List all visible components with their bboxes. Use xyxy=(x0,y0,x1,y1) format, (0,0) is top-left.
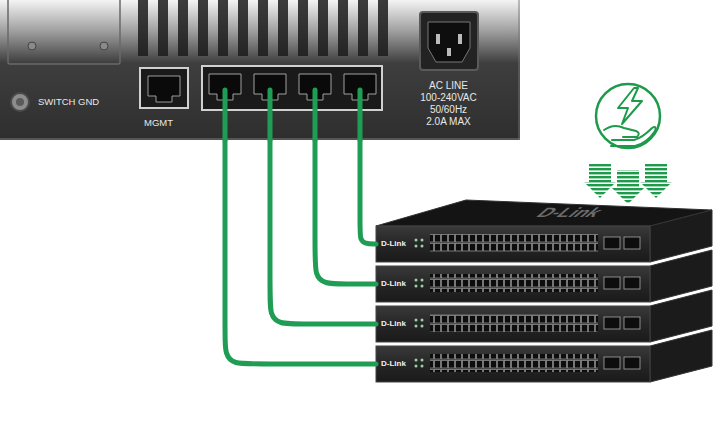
network-switch: D-Link xyxy=(376,226,650,262)
switch-stack xyxy=(376,200,712,382)
device-panel: SWITCH GND MGMT AC LINE 100-240VAC 50/60Hz… xyxy=(0,0,520,140)
brand-logo: D-Link xyxy=(531,205,608,220)
switch-logo: D-Link xyxy=(381,358,406,370)
network-switch: D-Link xyxy=(376,306,650,342)
switch-logo: D-Link xyxy=(381,238,406,250)
port-label: MGMT xyxy=(144,117,173,129)
network-cable xyxy=(270,140,376,324)
switch-1-body xyxy=(376,200,712,262)
switch-logo: D-Link xyxy=(381,278,406,290)
network-switch: D-Link xyxy=(376,346,650,382)
device-rear-panel xyxy=(0,0,520,140)
power-rating: AC LINE 100-240VAC 50/60Hz 2.0A MAX xyxy=(419,80,478,128)
network-cable xyxy=(315,140,376,284)
network-cable xyxy=(225,140,376,364)
port-label: SWITCH GND xyxy=(38,96,99,108)
energy-saving-icon xyxy=(584,84,672,204)
network-switch: D-Link xyxy=(376,266,650,302)
switch-logo: D-Link xyxy=(381,318,406,330)
network-cable xyxy=(360,140,376,244)
